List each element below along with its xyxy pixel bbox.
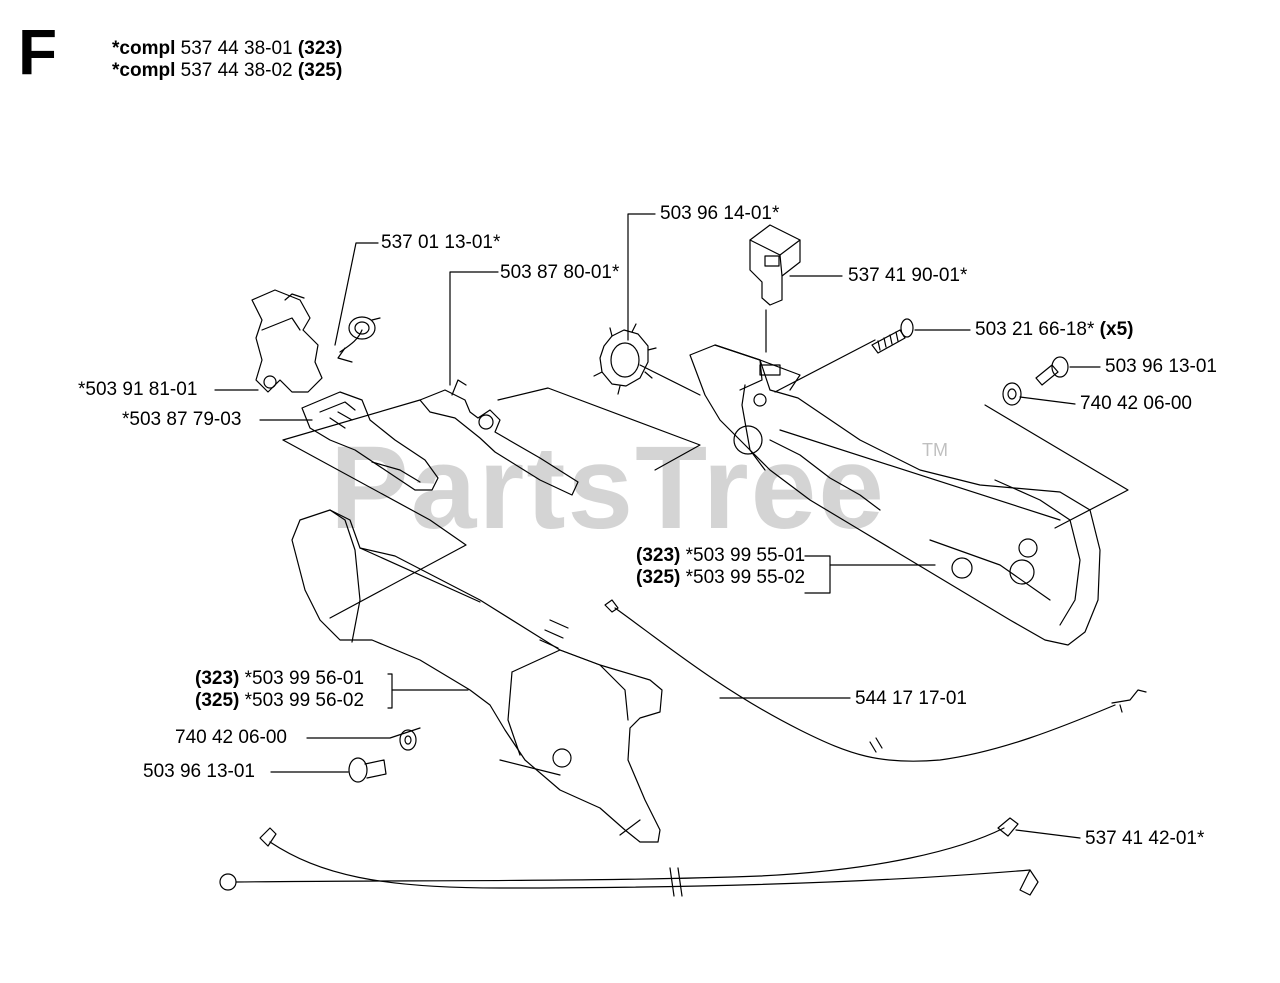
callout-740-42-06-00-right: 740 42 06-00 [1080, 393, 1192, 414]
assembly-line-washer [984, 404, 1129, 529]
callout-537-01-13-01: 537 01 13-01* [381, 232, 501, 253]
assembly-line-lever [497, 387, 701, 471]
assembly-prefix: *compl [112, 60, 176, 81]
callout-503-99-56-01: (323) *503 99 56-01 [195, 668, 364, 690]
assembly-part-number: 537 44 38-02 [180, 60, 293, 81]
callout-503-96-14-01: 503 96 14-01* [660, 203, 780, 224]
section-letter: F [18, 16, 58, 88]
leader-lines [214, 213, 1129, 839]
assembly-line-323: *compl 537 44 38-01 (323) [112, 38, 342, 60]
callout-503-99-55-01: (323) *503 99 55-01 [636, 545, 805, 567]
washer-left-part [399, 729, 417, 751]
washer-right-part [1002, 382, 1022, 406]
callout-503-99-56-02: (325) *503 99 56-02 [195, 690, 364, 712]
throttle-lever-part [419, 379, 579, 496]
grip-housing-part [291, 509, 663, 843]
spring-part [337, 316, 381, 363]
throttle-trigger-part [251, 289, 323, 393]
callout-503-87-80-01: 503 87 80-01* [500, 262, 620, 283]
assembly-line-screw [774, 339, 876, 393]
leader-grommet [627, 213, 656, 341]
assembly-line-grip-screw [499, 759, 561, 776]
lockout-part [301, 391, 439, 491]
leader-throttle-lever [449, 271, 499, 386]
callout-part-number: *503 99 56-02 [244, 690, 365, 711]
callout-537-41-42-01: 537 41 42-01* [1085, 828, 1205, 849]
callout-model: (325) [636, 567, 681, 588]
callout-503-91-81-01: *503 91 81-01 [78, 379, 198, 400]
assembly-model: (325) [297, 60, 343, 81]
leader-bracket-grip [387, 673, 393, 709]
handle-housing-part [689, 344, 1101, 646]
stop-switch-part [749, 224, 801, 306]
callout-model: (323) [636, 545, 681, 566]
callout-quantity: (x5) [1099, 319, 1134, 340]
callout-503-87-79-03: *503 87 79-03 [122, 409, 242, 430]
callout-503-21-66-18: 503 21 66-18* (x5) [975, 319, 1133, 341]
assembly-line-grommet [639, 364, 701, 396]
callout-503-96-13-01-right: 503 96 13-01 [1105, 356, 1217, 377]
leader-washer-right [1019, 396, 1076, 405]
leader-washer-left [306, 727, 421, 739]
watermark-text: PartsTree [330, 422, 886, 554]
grommet-part [593, 323, 657, 395]
callout-740-42-06-00-left: 740 42 06-00 [175, 727, 287, 748]
callout-503-99-55-02: (325) *503 99 55-02 [636, 567, 805, 589]
callout-544-17-17-01: 544 17 17-01 [855, 688, 967, 709]
assembly-line-325: *compl 537 44 38-02 (325) [112, 60, 342, 82]
assembly-part-number: 537 44 38-01 [180, 38, 293, 59]
wire-harness-part [219, 817, 1039, 897]
callout-503-96-13-01-left: 503 96 13-01 [143, 761, 255, 782]
callout-part-number: *503 99 55-02 [685, 567, 806, 588]
assembly-prefix: *compl [112, 38, 176, 59]
leader-wire [1015, 829, 1081, 839]
assembly-model: (323) [297, 38, 343, 59]
screw-right-part [1035, 356, 1069, 386]
callout-part-number: *503 99 55-01 [685, 545, 806, 566]
callout-537-41-90-01: 537 41 90-01* [848, 265, 968, 286]
callout-model: (325) [195, 690, 240, 711]
assembly-line-grip-1 [282, 439, 467, 619]
callout-part-number: *503 99 56-01 [244, 668, 365, 689]
watermark-trademark: TM [922, 440, 948, 460]
callout-model: (323) [195, 668, 240, 689]
leader-bracket-handle [804, 555, 831, 594]
throttle-cable-part [604, 599, 1147, 762]
screw-left-part [348, 757, 387, 783]
leader-spring [334, 242, 379, 346]
callout-part-number: 503 21 66-18* [975, 319, 1095, 340]
screw-x5-part [871, 318, 914, 354]
